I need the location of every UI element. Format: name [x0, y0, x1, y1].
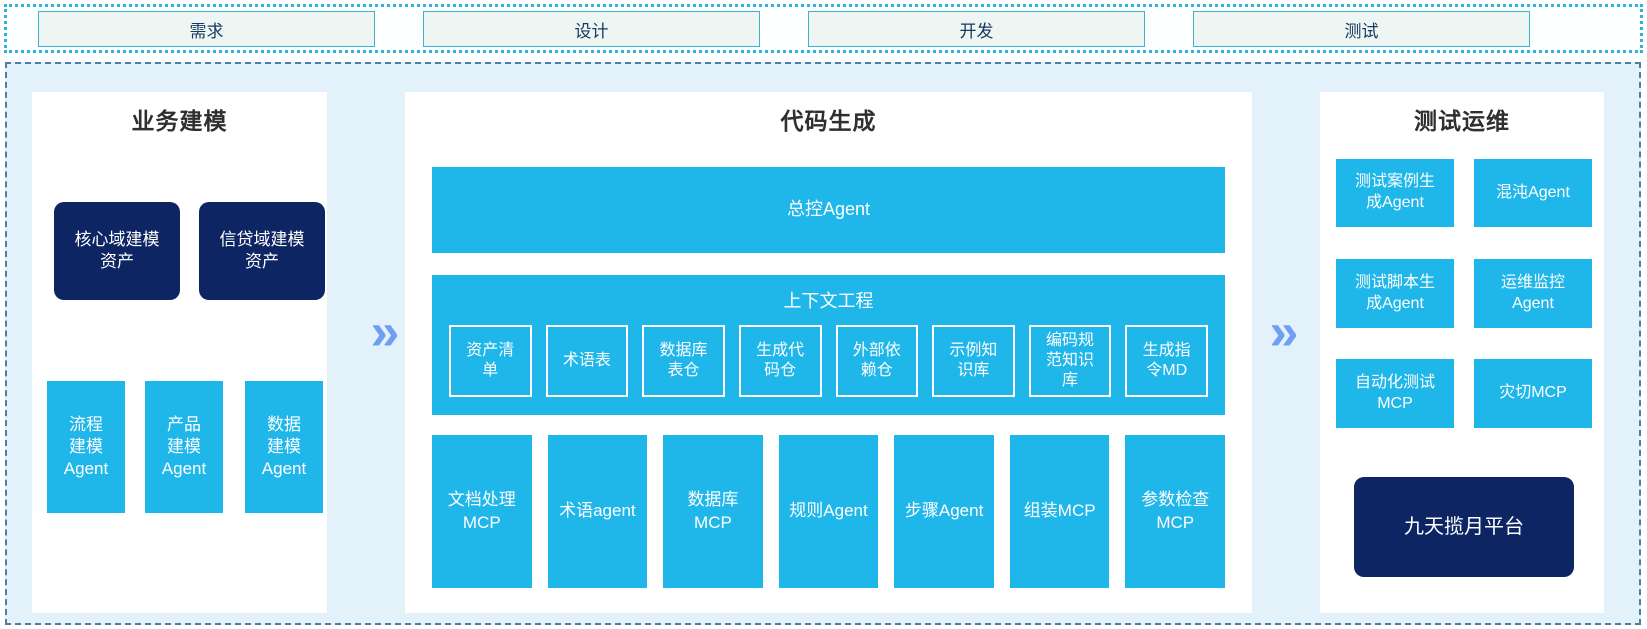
generate-instruction-md-box: 生成指 令MD [1125, 325, 1208, 397]
phase-box-design: 设计 [423, 11, 760, 47]
core-domain-asset-box: 核心域建模 资产 [54, 202, 180, 300]
product-modeling-agent-box: 产品 建模 Agent [145, 381, 223, 513]
data-modeling-agent-box: 数据 建模 Agent [245, 381, 323, 513]
master-agent-bar: 总控Agent [432, 167, 1225, 253]
generated-code-repo-box: 生成代 码仓 [738, 325, 822, 397]
flow-arrow-icon: » [1269, 303, 1299, 361]
flow-arrow-icon: » [370, 303, 400, 361]
tools-row: 文档处理 MCP 术语agent 数据库 MCP 规则Agent 步骤Agent… [432, 435, 1226, 588]
auto-test-mcp-box: 自动化测试 MCP [1336, 359, 1454, 428]
ops-monitor-agent-box: 运维监控 Agent [1474, 259, 1592, 328]
phase-box-testing: 测试 [1193, 11, 1530, 47]
asset-list-box: 资产清 单 [449, 325, 532, 397]
coding-standard-kb-box: 编码规 范知识 库 [1028, 325, 1112, 397]
external-deps-repo-box: 外部依 赖仓 [835, 325, 919, 397]
jiutian-lanyue-platform-box: 九天揽月平台 [1354, 477, 1574, 577]
test-ops-panel: 测试运维 测试案例生 成Agent 混沌Agent 测试脚本生 成Agent 运… [1320, 92, 1604, 613]
test-script-gen-agent-box: 测试脚本生 成Agent [1336, 259, 1454, 328]
main-container: 业务建模 核心域建模 资产 信贷域建模 资产 流程 建模 Agent 产品 建模… [5, 62, 1641, 625]
process-modeling-agent-box: 流程 建模 Agent [47, 381, 125, 513]
phase-strip: 需求 设计 开发 测试 [4, 4, 1643, 53]
param-check-mcp-box: 参数检查 MCP [1125, 435, 1226, 588]
code-generation-panel: 代码生成 总控Agent 上下文工程 资产清 单 术语表 数据库 表仓 生成代 … [405, 92, 1252, 613]
business-modeling-title: 业务建模 [131, 108, 228, 134]
phase-box-requirements: 需求 [38, 11, 375, 47]
glossary-agent-box: 术语agent [547, 435, 648, 588]
step-agent-box: 步骤Agent [894, 435, 994, 588]
doc-processing-mcp-box: 文档处理 MCP [432, 435, 532, 588]
context-engineering-row: 资产清 单 术语表 数据库 表仓 生成代 码仓 外部依 赖仓 示例知 识库 编码… [449, 325, 1208, 397]
test-case-gen-agent-box: 测试案例生 成Agent [1336, 159, 1454, 227]
test-ops-title: 测试运维 [1414, 108, 1510, 134]
context-engineering-title: 上下文工程 [783, 291, 874, 311]
context-engineering-group: 上下文工程 资产清 单 术语表 数据库 表仓 生成代 码仓 外部依 赖仓 示例知… [432, 275, 1225, 415]
example-kb-box: 示例知 识库 [932, 325, 1015, 397]
db-table-repo-box: 数据库 表仓 [642, 325, 725, 397]
assembly-mcp-box: 组装MCP [1009, 435, 1110, 588]
credit-domain-asset-box: 信贷域建模 资产 [199, 202, 325, 300]
database-mcp-box: 数据库 MCP [663, 435, 763, 588]
rule-agent-box: 规则Agent [778, 435, 879, 588]
phase-box-development: 开发 [808, 11, 1145, 47]
code-generation-title: 代码生成 [780, 108, 877, 134]
disaster-switch-mcp-box: 灾切MCP [1474, 359, 1592, 428]
glossary-box: 术语表 [545, 325, 629, 397]
business-modeling-panel: 业务建模 核心域建模 资产 信贷域建模 资产 流程 建模 Agent 产品 建模… [32, 92, 327, 613]
chaos-agent-box: 混沌Agent [1474, 159, 1592, 227]
